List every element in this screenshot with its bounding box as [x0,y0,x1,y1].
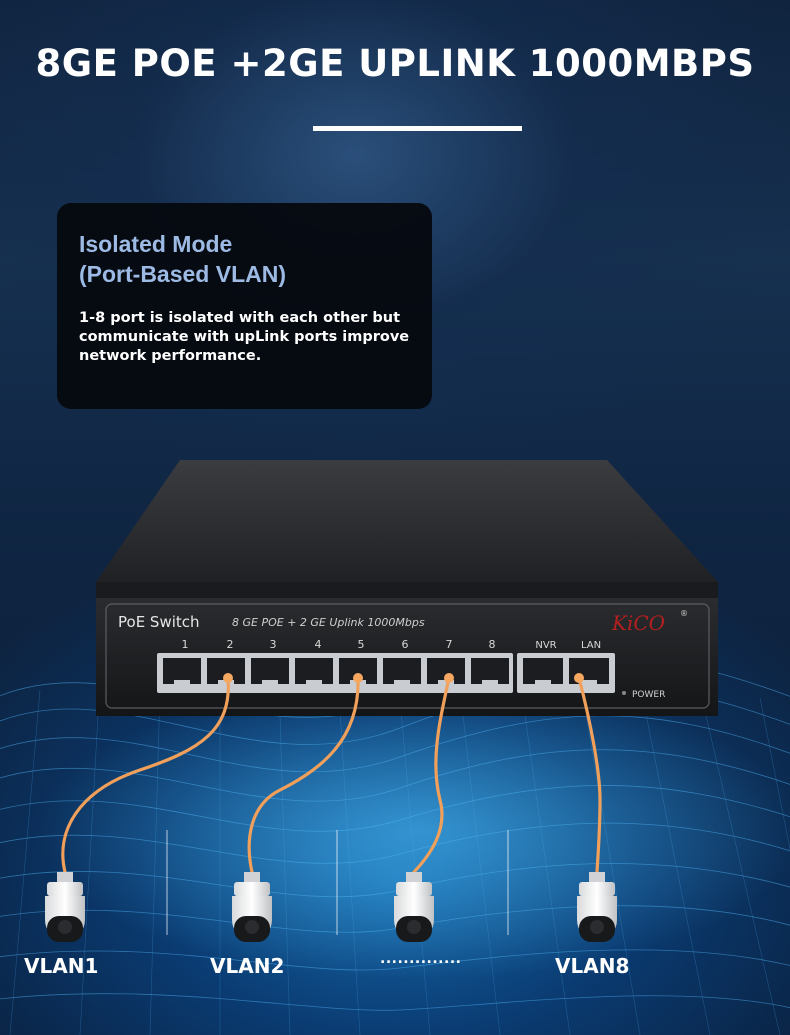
vlan2-label: VLAN2 [210,954,285,978]
camera-icon [394,872,434,942]
title-underline [313,126,522,131]
cable-port2-vlan1 [61,676,230,874]
cable-port5-vlan2 [247,676,360,874]
vlan1-label: VLAN1 [24,954,99,978]
brand-logo: KiCO [611,611,665,635]
vlan8-label: VLAN8 [555,954,630,978]
port-number-1: 1 [182,638,189,651]
card-title: Isolated Mode (Port-Based VLAN) [79,229,286,289]
port-number-6: 6 [402,638,409,651]
registered-mark: ® [680,609,688,618]
port-number-3: 3 [270,638,277,651]
card-description: 1-8 port is isolated with each other but… [79,310,410,364]
port-block-poe [157,653,513,693]
isolated-mode-card: Isolated Mode (Port-Based VLAN) 1-8 port… [57,203,432,409]
port-number-7: 7 [446,638,453,651]
cable-port7-camera3 [412,676,451,874]
port-number-5: 5 [358,638,365,651]
poe-switch: PoE Switch 8 GE POE + 2 GE Uplink 1000Mb… [96,460,718,716]
switch-label: PoE Switch [118,613,200,631]
port-number-2: 2 [227,638,234,651]
camera-icon [45,872,85,942]
card-title-line1: Isolated Mode [79,231,233,257]
network-cables [61,676,602,874]
camera-icon [232,872,272,942]
switch-front-panel [105,603,710,709]
uplink-label-nvr: NVR [535,640,556,651]
rj45-ports [163,658,609,684]
page-title: 8GE POE +2GE UPLINK 1000MBPS [35,42,755,85]
cable-lan-vlan8 [577,676,602,874]
power-label: POWER [632,690,665,700]
switch-subtitle: 8 GE POE + 2 GE Uplink 1000Mbps [232,616,425,629]
camera-icon [577,872,617,942]
switch-edge [96,582,718,598]
port-number-8: 8 [489,638,496,651]
uplink-label-lan: LAN [581,640,601,651]
power-led [622,691,626,695]
cable-plugs [223,673,584,683]
card-title-line2: (Port-Based VLAN) [79,261,287,287]
vlan-dividers [166,830,509,935]
vlan-ellipsis: .............. [380,951,462,967]
port-number-4: 4 [315,638,322,651]
switch-top-face [96,460,718,582]
